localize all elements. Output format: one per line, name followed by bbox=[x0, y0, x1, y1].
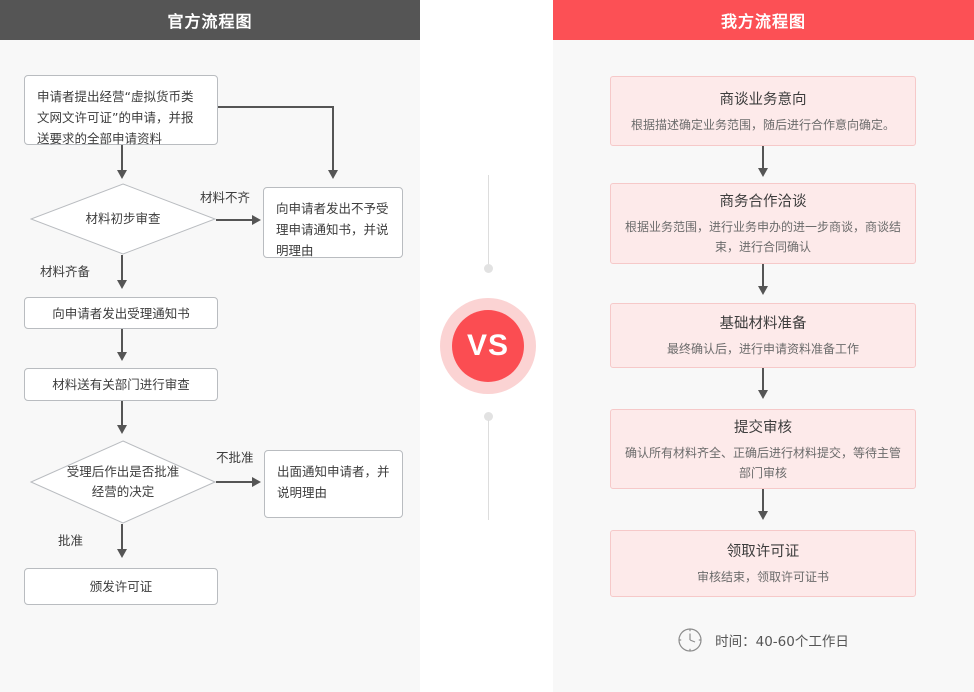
arrowhead-step-3-4 bbox=[758, 390, 768, 399]
processing-time-row: 时间：40-60个工作日 bbox=[610, 620, 916, 660]
divider-dot-bottom bbox=[484, 412, 493, 421]
our-process-title: 我方流程图 bbox=[720, 12, 806, 31]
node-reject-notice[interactable]: 向申请者发出不予受理申请通知书，并说明理由 bbox=[263, 187, 403, 258]
connector-review-to-accept bbox=[121, 255, 123, 283]
diamond-shape-2 bbox=[30, 440, 216, 524]
arrowhead-review-to-reject bbox=[252, 215, 261, 225]
connector-step-4-5 bbox=[762, 489, 764, 515]
card-step-5-desc: 审核结束，领取许可证书 bbox=[696, 570, 829, 584]
connector-apply-to-review bbox=[121, 145, 123, 173]
arrowhead-accept-to-dept bbox=[117, 352, 127, 361]
card-step-4-title: 提交审核 bbox=[734, 419, 792, 436]
vs-label: VS bbox=[466, 329, 510, 362]
card-step-3-title: 基础材料准备 bbox=[719, 316, 807, 332]
connector-decision-to-license bbox=[121, 524, 123, 552]
node-send-department[interactable]: 材料送有关部门进行审查 bbox=[24, 368, 218, 401]
vs-badge: VS bbox=[452, 310, 524, 382]
card-step-2-desc: 根据业务范围，进行业务申办的进一步商谈，商谈结束，进行合同确认 bbox=[625, 220, 902, 254]
official-process-panel: 官方流程图 申请者提出经营“虚拟货币类文网文许可证”的申请，并报送要求的全部申请… bbox=[0, 0, 420, 692]
processing-time-label: 时间：40-60个工作日 bbox=[715, 634, 849, 650]
arrowhead-apply-to-reject bbox=[328, 170, 338, 179]
card-step-1-desc: 根据描述确定业务范围，随后进行合作意向确定。 bbox=[630, 117, 895, 132]
edge-label-not-approved: 不批准 bbox=[216, 450, 254, 465]
arrowhead-decision-to-license bbox=[117, 549, 127, 558]
connector-step-3-4 bbox=[762, 368, 764, 394]
edge-label-incomplete: 材料不齐 bbox=[200, 190, 251, 205]
official-process-header: 官方流程图 bbox=[0, 0, 420, 40]
divider-line-top bbox=[488, 175, 489, 270]
arrowhead-decision-to-disapprove bbox=[252, 477, 261, 487]
arrowhead-dept-to-decision bbox=[117, 425, 127, 434]
connector-dept-to-decision bbox=[121, 401, 123, 429]
divider-line-bottom bbox=[488, 420, 489, 520]
card-step-4-desc: 确认所有材料齐全、正确后进行材料提交，等待主管部门审核 bbox=[625, 445, 902, 480]
official-process-title: 官方流程图 bbox=[167, 12, 253, 31]
card-step-5[interactable]: 领取许可证 审核结束，领取许可证书 bbox=[610, 530, 916, 597]
edge-label-approved: 批准 bbox=[58, 533, 84, 548]
node-application[interactable]: 申请者提出经营“虚拟货币类文网文许可证”的申请，并报送要求的全部申请资料 bbox=[24, 75, 218, 146]
card-step-1[interactable]: 商谈业务意向 根据描述确定业务范围，随后进行合作意向确定。 bbox=[610, 76, 916, 146]
connector-apply-to-reject-h bbox=[218, 106, 333, 108]
connector-review-to-reject bbox=[216, 219, 254, 221]
node-issue-license[interactable]: 颁发许可证 bbox=[24, 568, 218, 605]
connector-accept-to-dept bbox=[121, 329, 123, 356]
arrowhead-review-to-accept bbox=[117, 280, 127, 289]
card-step-3-desc: 最终确认后，进行申请资料准备工作 bbox=[666, 342, 859, 356]
edge-label-complete: 材料齐备 bbox=[40, 264, 91, 279]
node-accept-notice[interactable]: 向申请者发出受理通知书 bbox=[24, 297, 218, 329]
arrowhead-step-1-2 bbox=[758, 168, 768, 177]
card-step-4[interactable]: 提交审核 确认所有材料齐全、正确后进行材料提交，等待主管部门审核 bbox=[610, 409, 916, 489]
decision-first-review-label: 材料初步审查 bbox=[85, 211, 161, 226]
arrowhead-step-4-5 bbox=[758, 511, 768, 520]
decision-approval-label: 受理后作出是否批准经营的决定 bbox=[66, 464, 180, 499]
connector-apply-to-reject-v bbox=[332, 106, 334, 174]
card-step-2-title: 商务合作洽谈 bbox=[719, 194, 807, 210]
divider-dot-top bbox=[484, 264, 493, 273]
connector-decision-to-disapprove bbox=[216, 481, 254, 483]
card-step-2[interactable]: 商务合作洽谈 根据业务范围，进行业务申办的进一步商谈，商谈结束，进行合同确认 bbox=[610, 183, 916, 264]
card-step-3[interactable]: 基础材料准备 最终确认后，进行申请资料准备工作 bbox=[610, 303, 916, 368]
decision-approval[interactable]: 受理后作出是否批准经营的决定 bbox=[30, 440, 216, 524]
diamond-shape bbox=[30, 183, 216, 255]
arrowhead-apply-to-review bbox=[117, 170, 127, 179]
connector-step-1-2 bbox=[762, 146, 764, 172]
our-process-header: 我方流程图 bbox=[553, 0, 974, 40]
arrowhead-step-2-3 bbox=[758, 286, 768, 295]
clock-icon bbox=[678, 628, 702, 652]
decision-first-review[interactable]: 材料初步审查 bbox=[30, 183, 216, 255]
card-step-1-title: 商谈业务意向 bbox=[719, 91, 807, 108]
card-step-5-title: 领取许可证 bbox=[726, 544, 800, 560]
node-disapprove-notice[interactable]: 出面通知申请者，并说明理由 bbox=[264, 450, 403, 518]
connector-step-2-3 bbox=[762, 264, 764, 290]
